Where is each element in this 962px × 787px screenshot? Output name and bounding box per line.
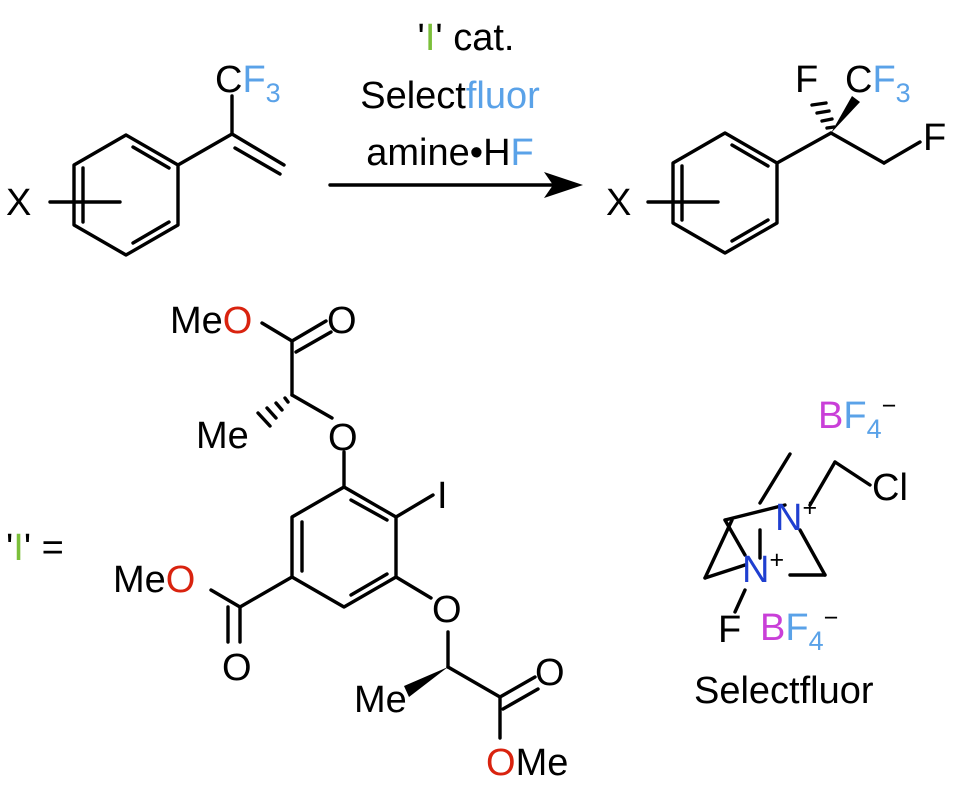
product-cf3-label: CF3 [845,59,911,108]
n-plus-top-label: N+ [775,494,817,539]
product: X F CF3 F [606,59,946,255]
starting-material: X CF3 [6,59,286,257]
top-methyl-label: Me [196,415,249,457]
selectfluor-structure: BF4− N+ Cl N+ F BF4− Selectfluor [694,392,908,712]
top-ester-carbonyl-oxygen-label: O [327,300,357,342]
bottom-ether-oxygen-label: O [432,589,462,631]
reagent-condition: Selectfluor [360,75,540,117]
reaction-conditions: 'I' cat. Selectfluor amine•HF [360,17,540,174]
n-plus-bottom-label: N+ [742,546,784,591]
aryl-ester-carbonyl-oxygen-label: O [222,647,252,689]
product-ch2f-label: F [923,117,946,159]
bottom-ester-carbonyl-oxygen-label: O [535,652,565,694]
bottom-ester-methoxy-label: OMe [486,742,568,784]
bf4-top-label: BF4− [818,392,896,444]
selectfluor-name-label: Selectfluor [694,670,874,712]
aryl-ester-methoxy-label: MeO [113,559,195,601]
product-f-label: F [795,59,818,101]
bottom-methyl-label: Me [354,679,407,721]
catalyst-structure: 'I' = I O Me MeO O MeO O O [6,300,568,784]
top-ether-oxygen-label: O [328,417,358,459]
additive-condition: amine•HF [366,132,533,174]
cf3-label: CF3 [215,59,281,108]
catalyst-equals-label: 'I' = [6,527,64,569]
bf4-bottom-label: BF4− [760,604,838,656]
top-ester-methoxy-label: MeO [170,300,252,342]
substituent-x-label: X [6,182,31,224]
iodine-label: I [437,475,448,517]
reaction-arrow [328,172,583,198]
selectfluor-f-label: F [718,609,741,651]
catalyst-condition: 'I' cat. [418,17,515,59]
chlorine-label: Cl [872,467,908,509]
product-substituent-x-label: X [606,182,631,224]
